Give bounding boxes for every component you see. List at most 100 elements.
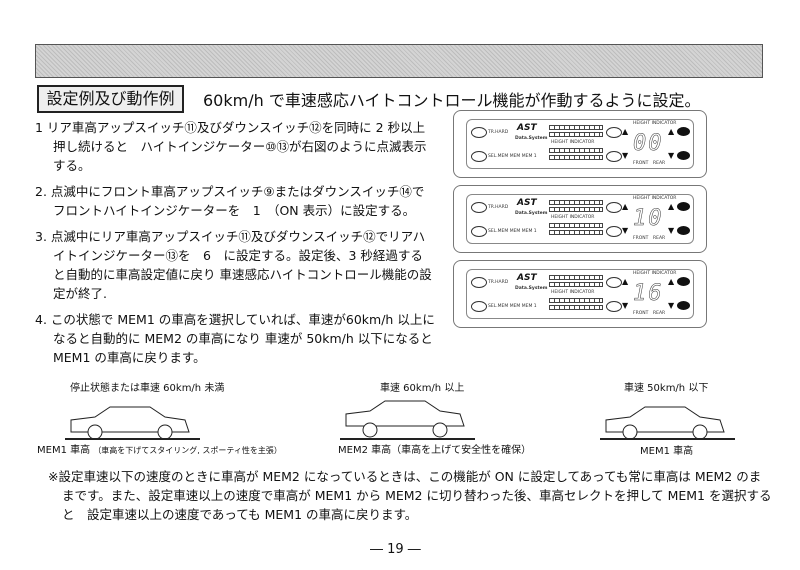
front-up-button: [606, 127, 622, 138]
car-high-icon: [340, 400, 475, 440]
rear-up-button: [677, 202, 690, 211]
up-arrow-icon: ▲: [668, 277, 675, 286]
sel-mem-button: [471, 301, 487, 312]
control-panel-3: TR.HARD SEL.MEM MEM MEM 1 AST Data.Syste…: [453, 260, 707, 328]
bar-indicator: [549, 282, 603, 287]
height-display: 16: [633, 281, 664, 306]
steps-list: 1 リア車高アップスイッチ⑪及びダウンスイッチ⑫を同時に 2 秒以上押し続けると…: [35, 118, 435, 374]
bar-label: HEIGHT INDICATOR: [551, 215, 595, 220]
ast-logo: AST: [517, 123, 537, 133]
front-down-button: [606, 226, 622, 237]
height-indicator-label: HEIGHT INDICATOR: [633, 271, 677, 276]
control-panel-1: TR.HARD SEL.MEM MEM MEM 1 AST Data.Syste…: [453, 110, 707, 178]
panel-bezel: TR.HARD SEL.MEM MEM MEM 1 AST Data.Syste…: [466, 269, 694, 319]
car-1-label: MEM1 車高 （車高を下げてスタイリング, スポーティ性を主張）: [37, 445, 282, 457]
page-number: ― 19 ―: [370, 542, 421, 557]
mem1-text: MEM 1: [521, 154, 537, 159]
front-down-button: [606, 151, 622, 162]
height-indicator-label: HEIGHT INDICATOR: [633, 196, 677, 201]
step-1: 1 リア車高アップスイッチ⑪及びダウンスイッチ⑫を同時に 2 秒以上押し続けると…: [35, 120, 427, 173]
bar-indicator: [549, 155, 603, 160]
mem1-text: MEM 1: [521, 229, 537, 234]
bar-indicator: [549, 223, 603, 228]
rear-label: REAR: [653, 161, 666, 166]
rear-up-button: [677, 277, 690, 286]
mem-text: MEM: [509, 229, 521, 234]
rear-down-button: [677, 301, 690, 310]
car-1-label-text: MEM1 車高: [37, 445, 91, 456]
car-low-icon: [600, 406, 735, 440]
mem-text: MEM: [509, 154, 521, 159]
sel-mem-label: SEL.MEM MEM MEM 1: [488, 304, 537, 309]
mem-text: MEM: [509, 304, 521, 309]
sel-mem-label: SEL.MEM MEM MEM 1: [488, 154, 537, 159]
down-arrow-icon: ▼: [622, 226, 629, 235]
bar-indicator: [549, 200, 603, 205]
car-3-label: MEM1 車高: [640, 446, 694, 457]
bar-indicator: [549, 298, 603, 303]
tr-hard-label: TR.HARD: [488, 205, 509, 210]
car-2-label: MEM2 車高（車高を上げて安全性を確保）: [338, 445, 532, 456]
up-arrow-icon: ▲: [668, 202, 675, 211]
bar-indicator: [549, 207, 603, 212]
front-up-button: [606, 202, 622, 213]
sel-mem-text: SEL.MEM: [488, 154, 509, 159]
down-arrow-icon: ▼: [622, 151, 629, 160]
rear-down-button: [677, 226, 690, 235]
height-display: 10: [633, 206, 664, 231]
car-low-icon: [65, 406, 200, 440]
bar-indicator: [549, 275, 603, 280]
brand-logo: Data.System: [515, 211, 548, 216]
rear-label: REAR: [653, 311, 666, 316]
car-2-condition: 車速 60km/h 以上: [380, 383, 465, 394]
front-label: FRONT: [633, 161, 649, 166]
bar-indicator: [549, 132, 603, 137]
tr-hard-button: [471, 277, 487, 288]
bar-indicator: [549, 230, 603, 235]
up-arrow-icon: ▲: [622, 202, 629, 211]
sel-mem-button: [471, 226, 487, 237]
sel-mem-text: SEL.MEM: [488, 304, 509, 309]
rear-up-button: [677, 127, 690, 136]
bar-label: HEIGHT INDICATOR: [551, 290, 595, 295]
ast-logo: AST: [517, 198, 537, 208]
car-1-condition: 停止状態または車速 60km/h 未満: [70, 383, 225, 394]
up-arrow-icon: ▲: [622, 127, 629, 136]
mem1-text: MEM 1: [521, 304, 537, 309]
tr-hard-label: TR.HARD: [488, 130, 509, 135]
rear-label: REAR: [653, 236, 666, 241]
sel-mem-button: [471, 151, 487, 162]
front-down-button: [606, 301, 622, 312]
tr-hard-button: [471, 202, 487, 213]
bar-label: HEIGHT INDICATOR: [551, 140, 595, 145]
step-3: 3. 点滅中にリア車高アップスイッチ⑪及びダウンスイッチ⑫でリアハイトインジケー…: [35, 229, 432, 301]
step-2: 2. 点滅中にフロント車高アップスイッチ⑨またはダウンスイッチ⑭でフロントハイト…: [35, 184, 425, 218]
front-label: FRONT: [633, 236, 649, 241]
car-3-condition: 車速 50km/h 以下: [624, 383, 709, 394]
sel-mem-text: SEL.MEM: [488, 229, 509, 234]
sel-mem-label: SEL.MEM MEM MEM 1: [488, 229, 537, 234]
car-1-sublabel: （車高を下げてスタイリング, スポーティ性を主張）: [93, 446, 282, 455]
panel-bezel: TR.HARD SEL.MEM MEM MEM 1 AST Data.Syste…: [466, 119, 694, 169]
control-panel-2: TR.HARD SEL.MEM MEM MEM 1 AST Data.Syste…: [453, 185, 707, 253]
height-display: 00: [633, 131, 664, 156]
rear-down-button: [677, 151, 690, 160]
bar-indicator: [549, 125, 603, 130]
front-label: FRONT: [633, 311, 649, 316]
step-4: 4. この状態で MEM1 の車高を選択していれば、車速が60km/h 以上にな…: [35, 312, 435, 365]
footnote: ※設定車速以下の速度のときに車高が MEM2 になっているときは、この機能が O…: [48, 469, 772, 522]
down-arrow-icon: ▼: [668, 301, 675, 310]
brand-logo: Data.System: [515, 136, 548, 141]
tr-hard-label: TR.HARD: [488, 280, 509, 285]
down-arrow-icon: ▼: [668, 226, 675, 235]
up-arrow-icon: ▲: [622, 277, 629, 286]
bar-indicator: [549, 305, 603, 310]
panel-bezel: TR.HARD SEL.MEM MEM MEM 1 AST Data.Syste…: [466, 194, 694, 244]
front-up-button: [606, 277, 622, 288]
down-arrow-icon: ▼: [622, 301, 629, 310]
up-arrow-icon: ▲: [668, 127, 675, 136]
tr-hard-button: [471, 127, 487, 138]
bar-indicator: [549, 148, 603, 153]
section-heading: 設定例及び動作例: [37, 85, 184, 113]
